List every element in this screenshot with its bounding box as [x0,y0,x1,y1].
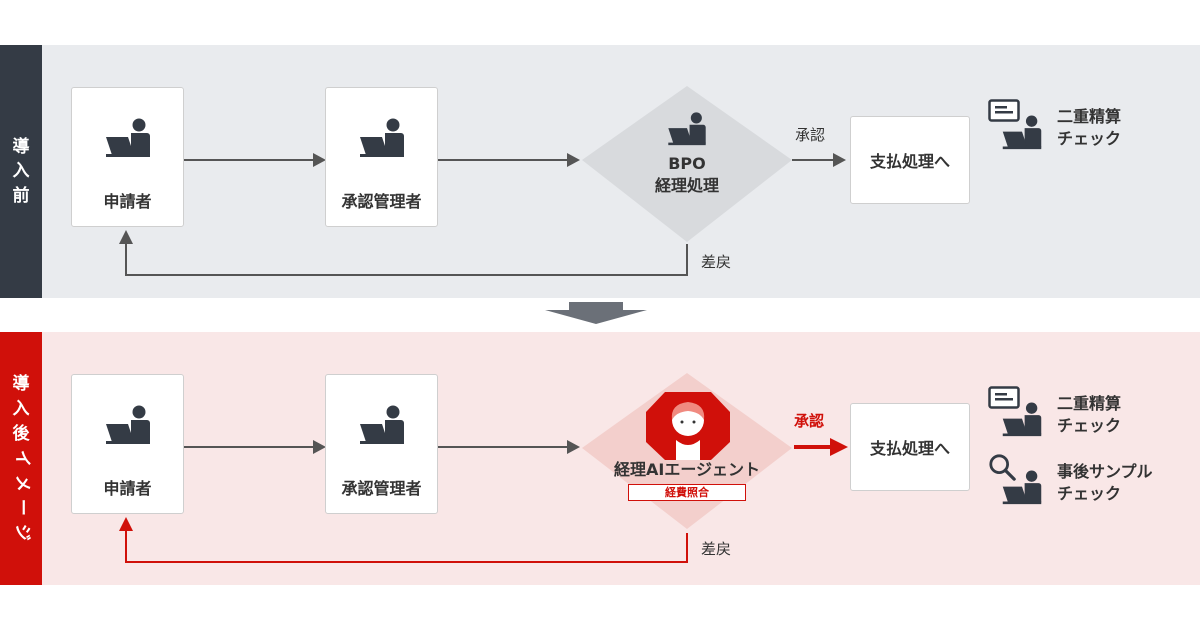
bpo-line2: 経理処理 [654,175,719,195]
ai-agent-label: 経理AIエージェント [613,460,761,479]
transition-arrow [545,302,647,324]
payment-box: 支払処理へ [850,403,970,491]
side-char: ー [11,499,32,517]
approve-label: 承認 [795,126,826,144]
before-side-label: 導 入 前 [0,45,42,298]
applicant-label: 申請者 [103,192,152,211]
post-sample-check: 事後サンプル チェック [1057,461,1153,504]
approver-box: 承認管理者 [325,87,438,227]
check-line2: チェック [1057,128,1122,148]
applicant-label: 申請者 [103,479,152,498]
check-line1: 二重精算 [1057,107,1122,126]
applicant-box: 申請者 [71,87,184,227]
payment-box: 支払処理へ [850,116,970,204]
double-claim-check: 二重精算 チェック [1057,393,1121,436]
person-at-laptop-icon [106,405,150,445]
expense-matching-badge: 経費照合 [628,484,746,501]
return-label: 差戻 [701,253,732,271]
person-at-laptop-icon [360,118,404,158]
check-line1: 事後サンプル [1057,462,1153,481]
approver-box: 承認管理者 [325,374,438,514]
side-char: 導 [12,374,30,395]
check-line1: 二重精算 [1057,394,1122,413]
approver-label: 承認管理者 [341,479,422,498]
side-char: イ [11,449,32,467]
check-line2: チェック [1057,415,1122,435]
approver-label: 承認管理者 [341,192,422,211]
person-at-laptop-icon [106,118,150,158]
side-char: 入 [12,161,30,182]
side-char: ジ [11,523,32,541]
side-char: 後 [12,423,30,444]
person-at-laptop-icon [360,405,404,445]
check-line2: チェック [1057,483,1122,503]
bpo-label: BPO 経理処理 [627,153,747,196]
after-side-label: 導 入 後 イ メ ー ジ [0,332,42,585]
double-claim-check: 二重精算 チェック [1057,106,1121,149]
side-char: 導 [12,136,30,157]
side-char: 前 [12,185,30,206]
applicant-box: 申請者 [71,374,184,514]
return-label: 差戻 [701,540,732,558]
side-char: メ [11,474,32,492]
side-char: 入 [12,398,30,419]
approve-label: 承認 [794,412,825,430]
bpo-line1: BPO [668,154,706,173]
